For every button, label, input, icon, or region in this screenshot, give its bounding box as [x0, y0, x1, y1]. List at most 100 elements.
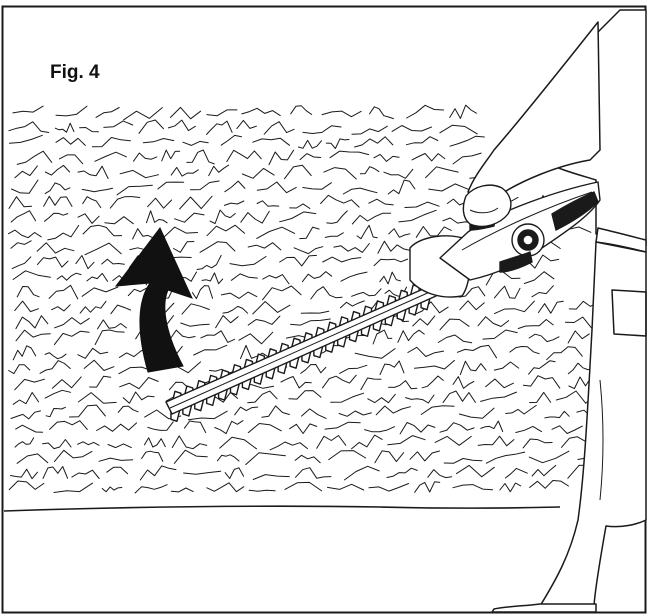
hedge-scribble [356, 224, 378, 240]
hedge-scribble [144, 437, 166, 448]
hedge-scribble [515, 425, 542, 433]
hedge-scribble [224, 180, 246, 193]
hedge-scribble [147, 197, 173, 209]
hedge-scribble [280, 376, 312, 389]
hedge-scribble [49, 420, 88, 430]
hedge-scribble [170, 166, 199, 177]
hedge-scribble [351, 288, 382, 297]
hedge-scribble [9, 134, 43, 144]
hedge-scribble [196, 254, 222, 270]
hedge-scribble [222, 305, 249, 314]
hedge-scribble [531, 285, 554, 298]
hedge-scribble [247, 315, 281, 326]
hedge-scribble [238, 331, 274, 345]
trouser-fold [599, 379, 604, 501]
hedge-scribble [109, 196, 141, 209]
hedge-scribble [36, 256, 69, 268]
hedge-scribble [206, 120, 233, 135]
hedge-scribble [81, 286, 119, 297]
hedge-scribble [439, 124, 478, 135]
hedge-scribble [388, 380, 418, 390]
hedge-scribble [437, 334, 473, 344]
hedge-scribble [517, 319, 554, 329]
hedge-scribble [458, 407, 495, 419]
hedge-scribble [325, 138, 350, 149]
hedge-scribble [15, 329, 51, 342]
hedge-scribble [299, 226, 320, 240]
hedge-scribble [301, 408, 327, 419]
hedge-scribble [134, 484, 168, 494]
hedge-scribble [528, 450, 570, 464]
hedge-scribble [339, 364, 368, 374]
hedge-scribble [139, 465, 177, 481]
hedge-scribble [386, 467, 418, 478]
hedge-scribble [327, 483, 365, 491]
hedge-scribble [387, 179, 416, 195]
hedge-scribble [379, 360, 405, 376]
hedge-scribble [380, 315, 409, 326]
hedge-scribble [405, 394, 435, 404]
hedge-scribble [201, 272, 224, 285]
hedge-scribble [15, 424, 44, 433]
hedge-scribble [342, 187, 378, 195]
hedge-scribble [458, 286, 486, 298]
hedge-scribble [103, 120, 134, 128]
hedge-scribble [459, 300, 485, 311]
hedge-scribble [322, 374, 357, 389]
hedge-scribble [567, 330, 590, 344]
hedge-scribble [301, 271, 333, 283]
hedge-scribble [456, 464, 495, 478]
hedge-scribble [241, 107, 281, 117]
hedge-scribble [98, 457, 134, 462]
hedge-scribble [179, 195, 213, 210]
hedge-scribble [425, 166, 459, 179]
hedge-scribble [79, 127, 99, 133]
hedge-scribble [477, 435, 515, 447]
hedge-scribble [84, 242, 122, 256]
hedge-scribble [8, 364, 31, 375]
hedge-scribble [97, 319, 127, 330]
hedge-scribble [373, 153, 400, 162]
hedge-scribble [180, 322, 210, 327]
hedge-scribble [234, 406, 259, 416]
hedge-scribble [245, 452, 286, 465]
hedge-scribble [44, 182, 71, 195]
hedge-scribble [146, 210, 168, 224]
hedge-scribble [94, 329, 125, 346]
hedge-scribble [294, 454, 321, 464]
hedge-scribble [91, 137, 131, 148]
hedge-scribble [8, 229, 42, 239]
hedge-scribble [452, 152, 482, 165]
hedge-scribble [15, 315, 49, 330]
hedge-scribble [10, 468, 38, 480]
hedge-scribble [485, 378, 514, 389]
hedge-scribble [206, 482, 245, 493]
hedge-scribble [289, 203, 311, 209]
hedge-scribble [493, 361, 520, 371]
hedge-scribble [289, 423, 318, 434]
hedge-scribble [51, 304, 71, 312]
hedge-scribble [398, 209, 437, 223]
hedge-scribble [480, 391, 517, 402]
hedge-scribble [406, 104, 445, 119]
hedge-scribble [247, 423, 282, 434]
hedge-scribble [405, 136, 439, 146]
hedge-scribble [71, 469, 100, 479]
hedge-scribble [333, 243, 370, 253]
hedge-scribble [256, 226, 296, 239]
hedge-scribble [494, 300, 535, 315]
hedge-scribble [443, 458, 483, 464]
hedge-scribble [236, 119, 257, 129]
hedge-scribble [138, 119, 164, 134]
hedge-scribble [302, 182, 332, 190]
hedge-scribble [439, 318, 470, 331]
arm [467, 21, 601, 201]
hedge-scribble [56, 272, 82, 281]
hedge-scribble [78, 392, 117, 404]
hedge-scribble [215, 315, 239, 329]
hedge-scribble [226, 149, 262, 163]
hedge-scribble [504, 467, 528, 479]
hedge-scribble [44, 164, 71, 176]
hedge-scribble [241, 167, 275, 179]
hedge-scribble [48, 284, 79, 300]
